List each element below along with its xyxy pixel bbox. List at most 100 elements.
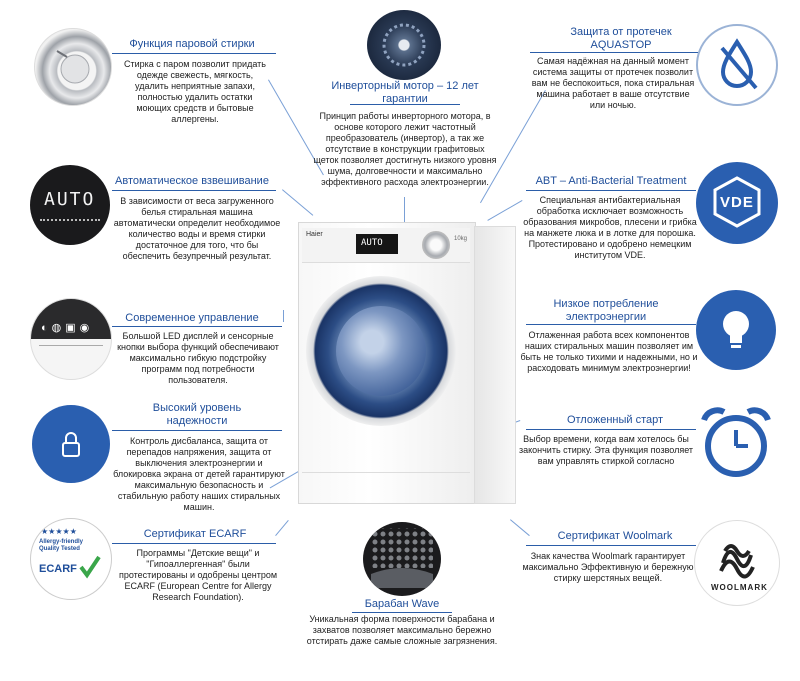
feature-reliability-desc: Контроль дисбаланса, защита от перепадов… xyxy=(112,436,286,513)
auto-display-image: AUTO xyxy=(30,165,110,245)
ecarf-quality-text: Allergy-friendly Quality Tested xyxy=(39,539,84,552)
feature-auto-weighing-desc: В зависимости от веса загруженного белья… xyxy=(112,196,282,262)
panel-labels xyxy=(39,345,103,360)
connector-line xyxy=(487,200,523,221)
ecarf-name-text: ECARF xyxy=(39,563,77,575)
title-underline xyxy=(350,104,460,105)
inverter-motor-image xyxy=(367,10,441,80)
feature-description: Отлаженная работа всех компонентов наших… xyxy=(520,330,698,373)
checkmark-icon xyxy=(79,555,101,579)
dial-icon xyxy=(56,50,90,84)
alarm-clock-icon xyxy=(701,407,771,477)
feature-modern-control-desc: Большой LED дисплей и сенсорные кнопки в… xyxy=(112,331,284,386)
machine-side xyxy=(474,226,516,504)
door-drum xyxy=(336,306,426,396)
ecarf-stars: ★★★★★ xyxy=(41,527,77,536)
feature-title: Низкое потребление электроэнергии xyxy=(553,298,659,323)
feature-ecarf-desc: Программы "Детские вещи" и "Гипоаллерген… xyxy=(112,548,284,603)
title-underline xyxy=(112,190,276,191)
feature-description: Большой LED дисплей и сенсорные кнопки в… xyxy=(117,331,279,385)
steam-dial-image xyxy=(34,28,112,106)
feature-title: Защита от протечек AQUASTOP xyxy=(570,26,672,51)
program-knob xyxy=(422,231,450,259)
energy-badge xyxy=(696,290,776,370)
machine-display: AUTO xyxy=(356,234,398,254)
feature-title: Современное управление xyxy=(125,312,259,324)
woolmark-logo: WOOLMARK xyxy=(694,520,780,606)
vde-shield-icon xyxy=(713,176,761,228)
feature-title: Отложенный старт xyxy=(566,414,664,426)
feature-description: Контроль дисбаланса, защита от перепадов… xyxy=(113,436,285,512)
feature-description: Стирка с паром позволит придать одежде с… xyxy=(124,59,266,124)
feature-steam-desc: Стирка с паром позволит придать одежде с… xyxy=(122,59,268,125)
feature-woolmark-desc: Знак качества Woolmark гарантирует макси… xyxy=(522,551,694,584)
feature-steam: Функция паровой стирки xyxy=(112,38,272,51)
vde-badge: VDE xyxy=(696,162,778,244)
title-underline xyxy=(526,190,696,191)
display-buttons-icon xyxy=(40,219,100,225)
feature-title: ABT – Anti-Bacterial Treatment xyxy=(535,175,687,187)
feature-description: Специальная антибактериальная обработка … xyxy=(523,195,697,260)
feature-description: Выбор времени, когда вам хотелось бы зак… xyxy=(518,434,694,466)
water-drop-crossed-icon xyxy=(720,38,758,90)
feature-modern-control: Современное управление xyxy=(112,312,272,325)
feature-inverter-motor: Инверторный мотор – 12 лет гарантии xyxy=(330,80,480,106)
title-underline xyxy=(112,53,276,54)
feature-abt-desc: Специальная антибактериальная обработка … xyxy=(520,195,700,261)
feature-low-energy: Низкое потребление электроэнергии xyxy=(526,298,686,324)
feature-description: Самая надёжная на данный момент система … xyxy=(531,56,695,110)
feature-abt: ABT – Anti-Bacterial Treatment xyxy=(526,175,696,188)
connector-line xyxy=(404,197,405,227)
control-panel: Haier AUTO 10kg xyxy=(302,228,470,263)
feature-inverter-motor-desc: Принцип работы инверторного мотора, в ос… xyxy=(312,111,498,188)
feature-drum-wave: Барабан Wave xyxy=(340,598,464,611)
title-underline xyxy=(112,326,282,327)
lightbulb-icon xyxy=(723,311,749,348)
feature-title: Высокий уровень надежности xyxy=(152,402,242,427)
title-underline xyxy=(112,430,282,431)
brand-logo: Haier xyxy=(306,231,323,238)
feature-ecarf: Сертификат ECARF xyxy=(120,528,270,541)
connector-line xyxy=(283,310,284,322)
lock-icon xyxy=(62,432,80,457)
drum-pattern-icon xyxy=(371,528,433,588)
aquastop-badge xyxy=(696,24,778,106)
ecarf-logo: ★★★★★ Allergy-friendly Quality Tested EC… xyxy=(30,518,112,600)
feature-description: Знак качества Woolmark гарантирует макси… xyxy=(522,551,694,583)
drum-wave-image xyxy=(363,522,441,596)
feature-delayed-start: Отложенный старт xyxy=(540,414,690,427)
feature-auto-weighing: Автоматическое взвешивание xyxy=(112,175,272,188)
feature-reliability: Высокий уровень надежности xyxy=(122,402,272,428)
title-underline xyxy=(530,52,698,53)
reliability-badge xyxy=(32,405,110,483)
connector-line xyxy=(282,189,314,216)
woolmark-text: WOOLMARK xyxy=(711,583,768,592)
feature-title: Сертификат ECARF xyxy=(143,528,247,540)
title-underline xyxy=(112,543,276,544)
feature-title: Барабан Wave xyxy=(364,598,440,610)
machine-display-text: AUTO xyxy=(361,238,383,248)
title-underline xyxy=(352,612,452,613)
feature-drum-wave-desc: Уникальная форма поверхности барабана и … xyxy=(306,614,498,647)
motor-icon xyxy=(382,23,426,67)
feature-title: Инверторный мотор – 12 лет гарантии xyxy=(331,80,479,105)
bottom-panel xyxy=(302,472,470,497)
feature-low-energy-desc: Отлаженная работа всех компонентов наших… xyxy=(518,330,700,374)
title-underline xyxy=(526,324,696,325)
panel-icons: ◐◍▣◉ xyxy=(41,322,94,334)
feature-description: В зависимости от веса загруженного белья… xyxy=(113,196,281,261)
vde-text: VDE xyxy=(720,194,754,211)
title-underline xyxy=(526,429,696,430)
feature-delayed-start-desc: Выбор времени, когда вам хотелось бы зак… xyxy=(516,434,696,467)
feature-title: Функция паровой стирки xyxy=(129,38,255,50)
washing-machine: Haier AUTO 10kg xyxy=(298,222,518,508)
delayed-start-badge xyxy=(696,402,776,482)
connector-line xyxy=(275,520,289,536)
woolmark-icon xyxy=(719,544,755,579)
auto-display-text: AUTO xyxy=(44,189,96,210)
feature-description: Принцип работы инверторного мотора, в ос… xyxy=(313,111,497,187)
control-panel-image: ◐◍▣◉ xyxy=(30,298,112,380)
feature-title: Сертификат Woolmark xyxy=(557,530,673,542)
feature-title: Автоматическое взвешивание xyxy=(115,175,269,187)
feature-aquastop-desc: Самая надёжная на данный момент система … xyxy=(530,56,696,111)
